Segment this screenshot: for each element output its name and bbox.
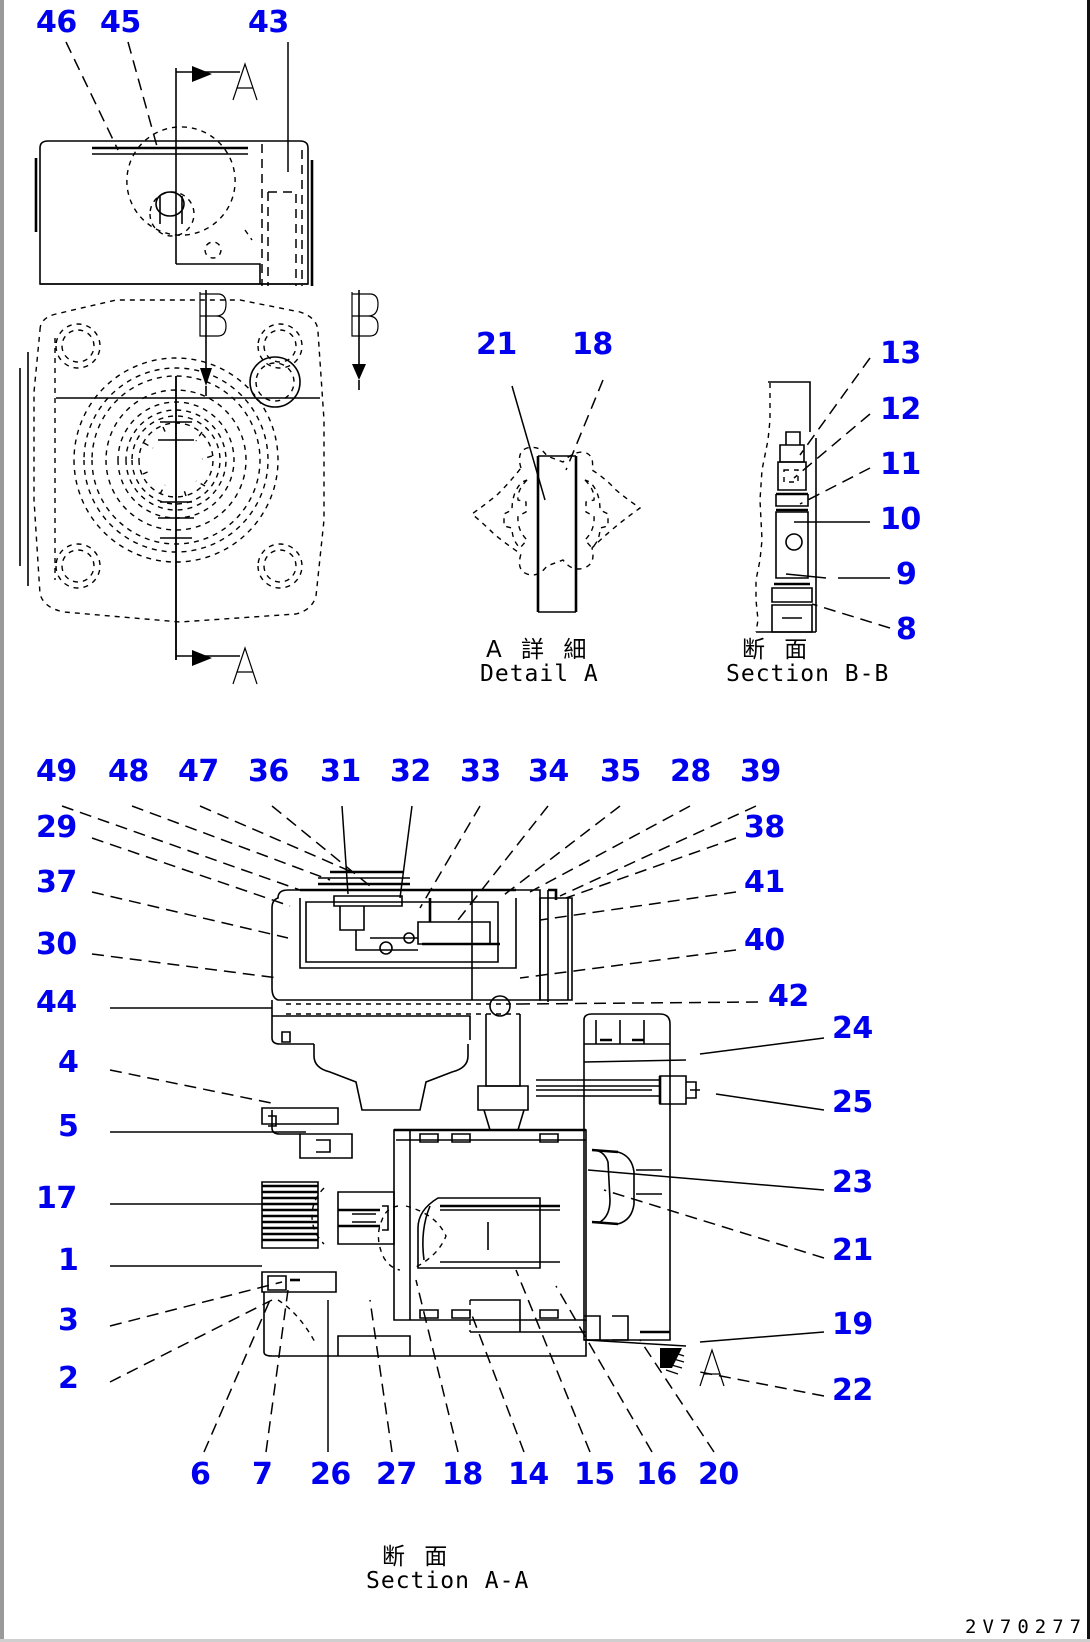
callout-46: 46 xyxy=(36,5,77,40)
callout-45: 45 xyxy=(100,5,141,40)
callout-20: 20 xyxy=(698,1457,739,1492)
callout-21-assembly: 21 xyxy=(832,1233,873,1268)
callout-section-bb-10: 10 xyxy=(880,502,921,537)
callout-33: 33 xyxy=(460,754,501,789)
callout-49: 49 xyxy=(36,754,77,789)
callout-6: 6 xyxy=(190,1457,211,1492)
callout-18-assembly: 18 xyxy=(442,1457,483,1492)
callout-38: 38 xyxy=(744,810,785,845)
callout-14: 14 xyxy=(508,1457,549,1492)
callout-41: 41 xyxy=(744,865,785,900)
callout-section-bb-8: 8 xyxy=(896,612,917,647)
callout-26: 26 xyxy=(310,1457,351,1492)
callout-29: 29 xyxy=(36,810,77,845)
callout-37: 37 xyxy=(36,865,77,900)
sheet-border-right xyxy=(1087,0,1090,1642)
callout-23: 23 xyxy=(832,1165,873,1200)
callout-4: 4 xyxy=(58,1045,79,1080)
callout-section-bb-13: 13 xyxy=(880,336,921,371)
callout-16: 16 xyxy=(636,1457,677,1492)
callout-28: 28 xyxy=(670,754,711,789)
callout-2: 2 xyxy=(58,1361,79,1396)
callout-section-bb-12: 12 xyxy=(880,392,921,427)
callout-section-bb-11: 11 xyxy=(880,447,921,482)
callout-1: 1 xyxy=(58,1243,79,1278)
callout-32: 32 xyxy=(390,754,431,789)
callout-44: 44 xyxy=(36,985,77,1020)
drawing-number: 2V70277 xyxy=(965,1616,1088,1638)
section-bb-caption-jp: 断 面 xyxy=(742,637,814,663)
callout-31: 31 xyxy=(320,754,361,789)
sheet-border-left xyxy=(0,0,4,1642)
callout-40: 40 xyxy=(744,923,785,958)
callout-35: 35 xyxy=(600,754,641,789)
callout-36: 36 xyxy=(248,754,289,789)
detail-a-caption-jp: A 詳 細 xyxy=(486,637,593,663)
callout-22: 22 xyxy=(832,1373,873,1408)
callout-43: 43 xyxy=(248,5,289,40)
sheet-border-bottom xyxy=(0,1639,1090,1642)
callout-7: 7 xyxy=(252,1457,273,1492)
callout-5: 5 xyxy=(58,1109,79,1144)
callout-39: 39 xyxy=(740,754,781,789)
callout-section-bb-9: 9 xyxy=(896,557,917,592)
callout-24: 24 xyxy=(832,1011,873,1046)
callout-25: 25 xyxy=(832,1085,873,1120)
callout-detail-a-18: 18 xyxy=(572,327,613,362)
callout-17: 17 xyxy=(36,1181,77,1216)
callout-3: 3 xyxy=(58,1303,79,1338)
callout-48: 48 xyxy=(108,754,149,789)
callout-34: 34 xyxy=(528,754,569,789)
callout-detail-a-21: 21 xyxy=(476,327,517,362)
callout-30: 30 xyxy=(36,927,77,962)
callout-15: 15 xyxy=(574,1457,615,1492)
detail-a-caption-en: Detail A xyxy=(480,661,599,687)
section-bb-caption-en: Section B-B xyxy=(726,661,890,687)
section-aa-caption-en: Section A-A xyxy=(366,1568,530,1594)
callout-27: 27 xyxy=(376,1457,417,1492)
callout-42: 42 xyxy=(768,979,809,1014)
callout-19: 19 xyxy=(832,1307,873,1342)
callout-47: 47 xyxy=(178,754,219,789)
section-aa-caption-jp: 断 面 xyxy=(382,1544,454,1570)
